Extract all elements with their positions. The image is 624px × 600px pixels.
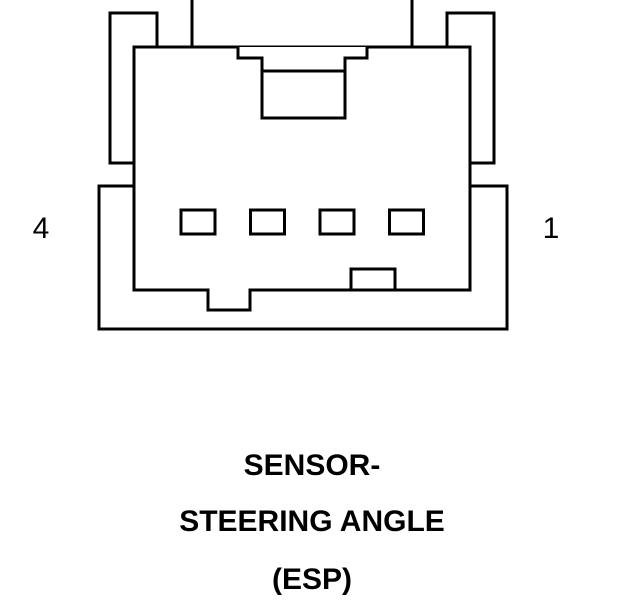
terminal-cavities — [179, 208, 425, 236]
caption-line-3: (ESP) — [271, 563, 352, 596]
connector-top-latch — [190, 0, 414, 52]
connector-top-notch — [236, 47, 369, 120]
connector-bottom-tab — [349, 267, 397, 292]
pin-label-right: 1 — [543, 212, 560, 245]
connector-body — [132, 45, 472, 312]
caption-line-2: STEERING ANGLE — [179, 505, 445, 538]
pin-label-left: 4 — [33, 212, 50, 245]
terminal-cavity — [318, 208, 356, 236]
terminal-cavity — [249, 208, 286, 236]
terminal-cavity — [388, 208, 425, 236]
caption-line-1: SENSOR- — [243, 449, 381, 482]
terminal-cavity — [179, 208, 217, 236]
